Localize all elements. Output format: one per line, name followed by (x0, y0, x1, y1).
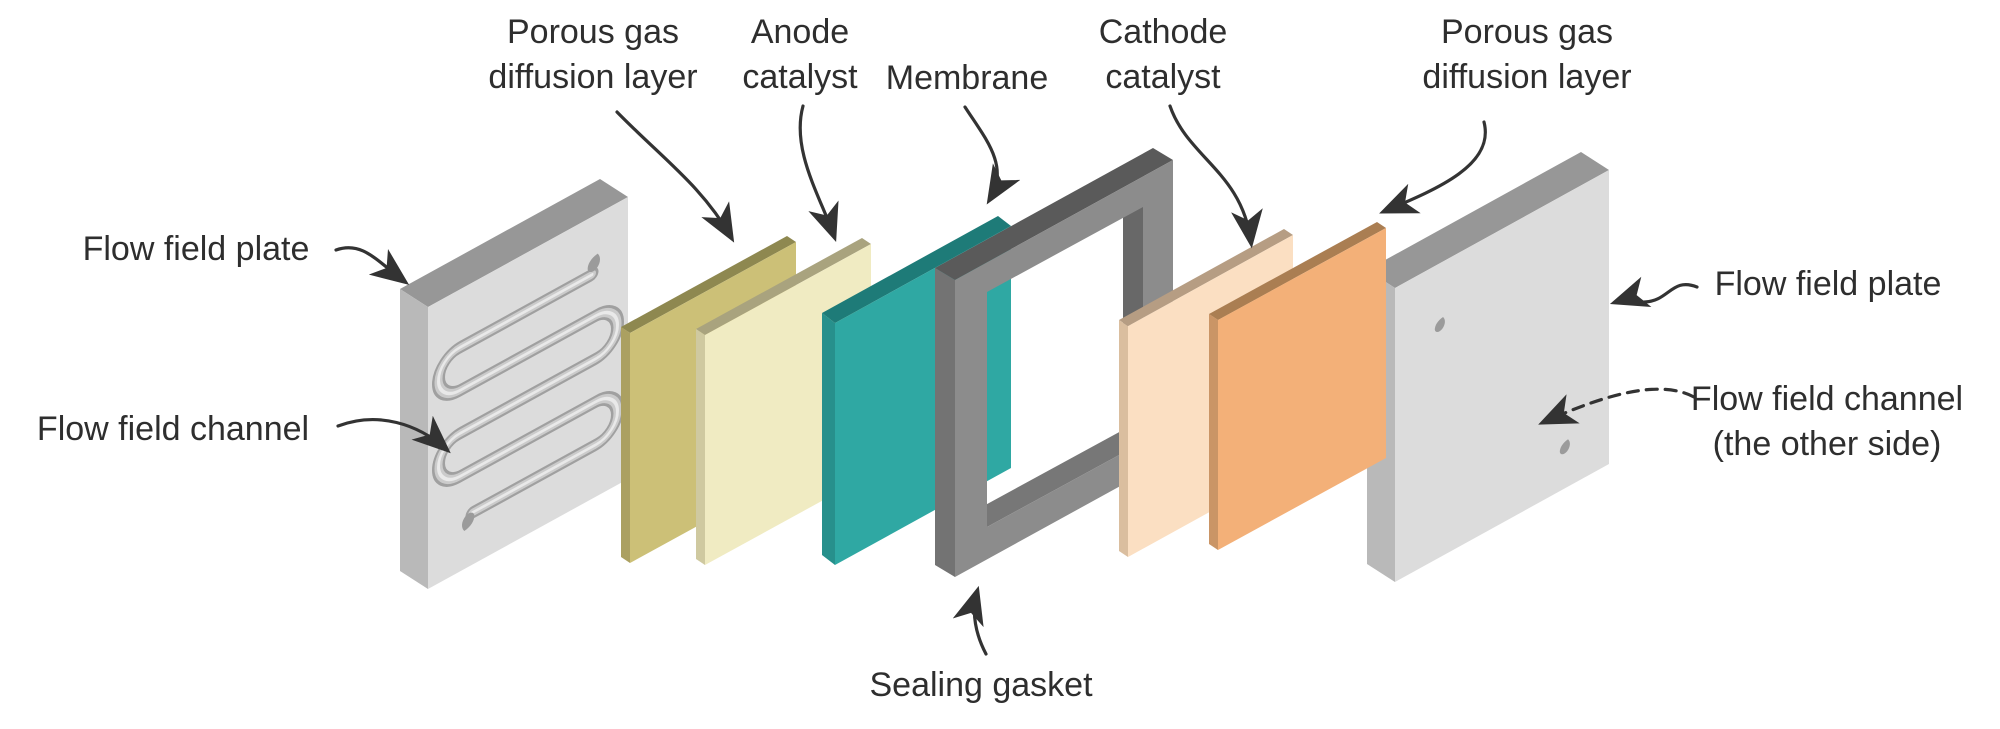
cathode-catalyst-top-face (1119, 229, 1293, 326)
label-line: catalyst (1105, 58, 1221, 96)
label-line: Flow field channel (36, 410, 310, 448)
leader-arrow-flow-field-channel-right-dashed (1538, 387, 1696, 425)
label-flow-field-channel-left: Flow field channel (37, 407, 309, 452)
label-cathode-catalyst: Cathode catalyst (1099, 10, 1228, 100)
leader-arrow-flow-field-plate-left (334, 246, 410, 285)
leader-arrow-flow-field-plate-right (1609, 276, 1699, 308)
porous-gdl-cathode-front-face (1218, 228, 1386, 550)
membrane-top-face (822, 216, 1011, 323)
label-flow-field-plate-left: Flow field plate (83, 227, 310, 272)
label-membrane: Membrane (886, 56, 1049, 101)
label-line: Cathode (1098, 13, 1228, 51)
label-line: Anode (750, 13, 850, 51)
leader-arrow-flow-field-channel-left (336, 415, 451, 454)
label-porous-gdl-anode: Porous gas diffusion layer (488, 10, 697, 100)
label-line: diffusion layer (1422, 58, 1632, 96)
leader-arrow-porous-gdl-anode (615, 110, 735, 243)
anode-catalyst-top-face (696, 238, 871, 335)
leader-arrow-membrane (963, 105, 1021, 205)
anode-catalyst-side-face (696, 329, 705, 565)
flow-field-plate-left-top-face (400, 179, 628, 307)
label-porous-gdl-cathode: Porous gas diffusion layer (1422, 10, 1631, 100)
label-line: Flow field plate (82, 230, 310, 268)
sealing-gasket-frame (935, 148, 1173, 577)
leader-arrow-sealing-gasket (952, 585, 988, 656)
cathode-catalyst-side-face (1119, 320, 1128, 557)
leader-arrow-anode-catalyst (798, 104, 839, 243)
porous-gdl-anode-side-face (621, 327, 630, 563)
sealing-gasket-side-face (935, 268, 955, 577)
channel-groove-highlight (437, 273, 619, 515)
membrane-side-face (822, 313, 835, 565)
flow-field-plate-right (1367, 152, 1609, 582)
flow-field-plate-right-top-face (1367, 152, 1609, 288)
porous-gdl-cathode-side-face (1209, 314, 1218, 550)
flow-field-plate-left-side-face (400, 289, 428, 589)
label-line: Flow field channel (1690, 380, 1964, 418)
label-flow-field-plate-right: Flow field plate (1715, 262, 1942, 307)
label-line: diffusion layer (488, 58, 698, 96)
label-line: Porous gas (1440, 13, 1613, 51)
label-anode-catalyst: Anode catalyst (742, 10, 857, 100)
porous-gdl-cathode-top-face (1209, 222, 1386, 320)
sealing-gasket-front-face (955, 160, 1173, 577)
porous-gdl-anode-top-face (621, 236, 796, 333)
sealing-gasket-top-face (935, 148, 1173, 280)
label-line: Membrane (885, 59, 1049, 97)
porous-gdl-cathode-layer (1209, 222, 1386, 550)
label-line: Porous gas (506, 13, 679, 51)
label-line: Sealing gasket (869, 666, 1093, 704)
flow-field-plate-left (400, 179, 628, 589)
label-sealing-gasket: Sealing gasket (869, 663, 1092, 708)
flow-field-plate-right-front-face (1395, 170, 1609, 582)
leader-arrow-porous-gdl-cathode (1379, 120, 1487, 214)
label-line: catalyst (742, 58, 858, 96)
label-line: Flow field plate (1714, 265, 1942, 303)
leader-arrow-cathode-catalyst (1168, 104, 1263, 249)
sealing-gasket-inner-bottom-face (967, 430, 1143, 527)
leader-arrows (334, 104, 1699, 656)
label-line: (the other side) (1712, 425, 1942, 463)
flow-field-channel-serpentine (432, 253, 624, 532)
label-flow-field-channel-right: Flow field channel (the other side) (1691, 377, 1963, 467)
